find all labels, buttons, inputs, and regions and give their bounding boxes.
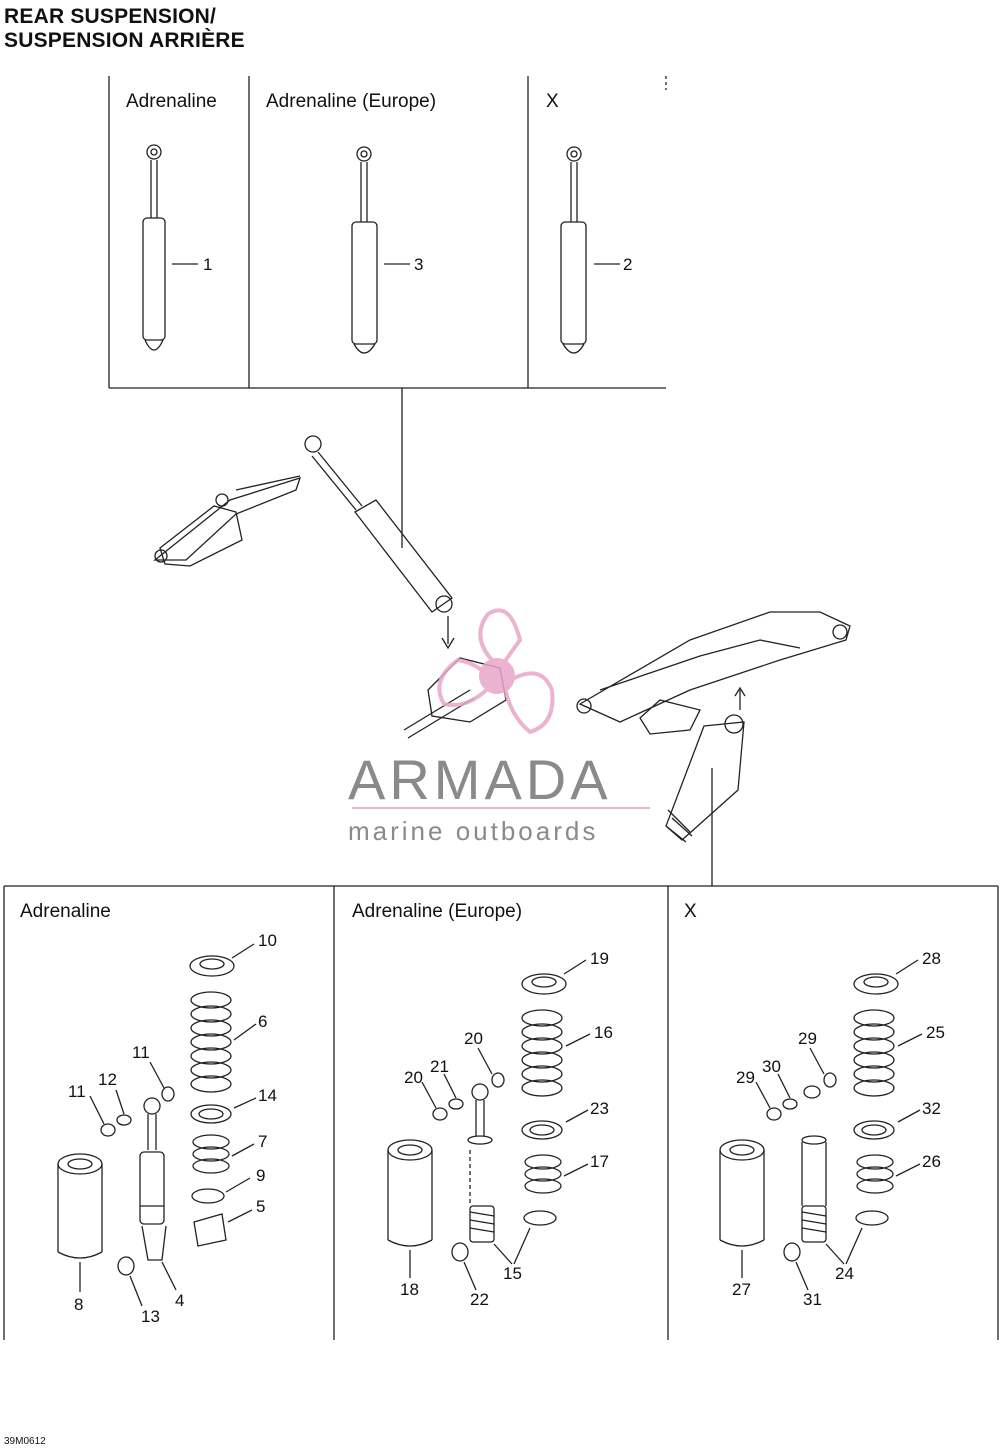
top-panel-label-adrenaline: Adrenaline bbox=[126, 91, 217, 112]
callout-24: 24 bbox=[835, 1264, 854, 1283]
callout-4: 4 bbox=[175, 1291, 185, 1310]
callout-16: 16 bbox=[594, 1023, 613, 1042]
top-panel-frame bbox=[108, 76, 667, 548]
front-arm-assembly bbox=[153, 475, 302, 567]
callout-8: 8 bbox=[74, 1295, 84, 1314]
callout-17: 17 bbox=[590, 1152, 609, 1171]
shock-absorber-1 bbox=[142, 144, 198, 351]
bottom-panel-frame bbox=[3, 885, 999, 1340]
spring-kit-adrenaline bbox=[57, 943, 257, 1307]
callout-25: 25 bbox=[926, 1023, 945, 1042]
callout-11b: 11 bbox=[68, 1082, 86, 1101]
callout-13: 13 bbox=[141, 1307, 160, 1326]
callout-1: 1 bbox=[203, 255, 213, 274]
watermark-logo bbox=[352, 608, 650, 809]
callout-30: 30 bbox=[762, 1057, 781, 1076]
front-shock-absorber bbox=[304, 435, 455, 650]
drawing-code: 39M0612 bbox=[4, 1436, 46, 1447]
callout-20b: 20 bbox=[404, 1068, 423, 1087]
watermark-tagline: marine outboards bbox=[348, 816, 599, 846]
callout-29a: 29 bbox=[798, 1029, 817, 1048]
callout-27: 27 bbox=[732, 1280, 751, 1299]
shock-absorber-3 bbox=[351, 146, 410, 354]
callout-5: 5 bbox=[256, 1197, 266, 1216]
page-title-line-2: SUSPENSION ARRIÈRE bbox=[4, 29, 245, 52]
spring-kit-x bbox=[719, 959, 923, 1291]
callout-21: 21 bbox=[430, 1057, 449, 1076]
page-title-line-1: REAR SUSPENSION/ bbox=[4, 5, 217, 28]
callout-2: 2 bbox=[623, 255, 633, 274]
callout-3: 3 bbox=[414, 255, 424, 274]
rear-arm-assembly bbox=[576, 611, 851, 735]
callout-12: 12 bbox=[98, 1070, 117, 1089]
callout-31: 31 bbox=[803, 1290, 822, 1309]
callout-22: 22 bbox=[470, 1290, 489, 1309]
callout-14: 14 bbox=[258, 1086, 277, 1105]
callout-20a: 20 bbox=[464, 1029, 483, 1048]
callout-28: 28 bbox=[922, 949, 941, 968]
callout-15: 15 bbox=[503, 1264, 522, 1283]
callout-23: 23 bbox=[590, 1099, 609, 1118]
bottom-panel-label-x: X bbox=[684, 901, 697, 922]
callout-7: 7 bbox=[258, 1132, 268, 1151]
spring-kit-adrenaline-europe bbox=[387, 959, 591, 1291]
callout-11a: 11 bbox=[132, 1043, 150, 1062]
callout-29b: 29 bbox=[736, 1068, 755, 1087]
callout-32: 32 bbox=[922, 1099, 941, 1118]
callout-10: 10 bbox=[258, 931, 277, 950]
rear-shock-absorber bbox=[665, 714, 745, 886]
bottom-panel-label-adrenaline: Adrenaline bbox=[20, 901, 111, 922]
callout-19: 19 bbox=[590, 949, 609, 968]
callout-26: 26 bbox=[922, 1152, 941, 1171]
top-panel-label-adrenaline-europe: Adrenaline (Europe) bbox=[266, 91, 437, 112]
bottom-panel-label-adrenaline-europe: Adrenaline (Europe) bbox=[352, 901, 523, 922]
callout-9: 9 bbox=[256, 1166, 266, 1185]
callout-18: 18 bbox=[400, 1280, 419, 1299]
watermark-brand: ARMADA bbox=[348, 748, 612, 811]
top-panel-label-x: X bbox=[546, 91, 559, 112]
callout-6: 6 bbox=[258, 1012, 268, 1031]
shock-absorber-2 bbox=[560, 146, 620, 354]
